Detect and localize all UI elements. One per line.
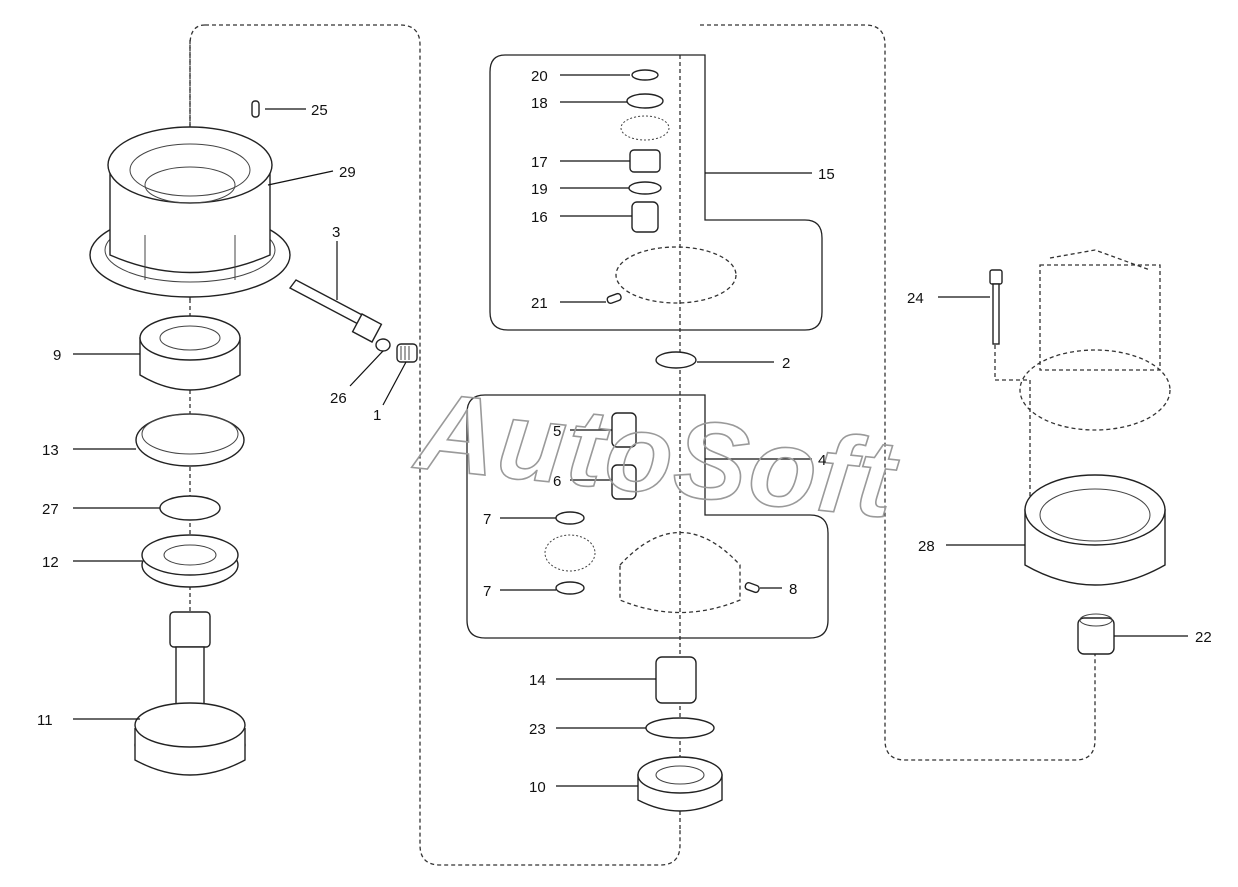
callout-4: 4 — [818, 452, 826, 469]
ring-part-13 — [135, 413, 245, 467]
shaft-part-11 — [134, 611, 246, 776]
leader-lines — [73, 74, 1188, 787]
washer-part-7-lower — [555, 581, 585, 595]
planet-gear-lower — [544, 534, 596, 572]
planet-gear-upper — [620, 115, 670, 141]
callout-28: 28 — [918, 538, 935, 555]
callout-7-upper: 7 — [483, 511, 491, 528]
callout-29: 29 — [339, 164, 356, 181]
callout-17: 17 — [531, 154, 548, 171]
oring-part-27 — [159, 495, 221, 521]
callout-21: 21 — [531, 295, 548, 312]
coupling-part-22 — [1077, 613, 1115, 655]
bushing-part-17 — [629, 149, 661, 173]
thrust-washer-part-2 — [655, 351, 697, 369]
left-assembly-boundary-top — [189, 24, 206, 300]
bushing-part-6 — [611, 464, 637, 500]
callout-26: 26 — [330, 390, 347, 407]
carrier-upper — [615, 246, 737, 304]
carrier-assembly-box-4 — [466, 394, 829, 639]
seal-part-12 — [141, 534, 239, 588]
washer-part-19 — [628, 181, 662, 195]
right-assembly-boundary — [700, 24, 1096, 761]
rod-part-3 — [288, 279, 383, 343]
callout-25: 25 — [311, 102, 328, 119]
callout-7-lower: 7 — [483, 583, 491, 600]
callout-3: 3 — [332, 224, 340, 241]
snap-ring-part-23 — [645, 717, 715, 739]
callout-5: 5 — [553, 423, 561, 440]
washer-part-7-upper — [555, 511, 585, 525]
callout-1: 1 — [373, 407, 381, 424]
callout-10: 10 — [529, 779, 546, 796]
callout-23: 23 — [529, 721, 546, 738]
spring-pin-part-8 — [744, 581, 760, 594]
callout-27: 27 — [42, 501, 59, 518]
washer-part-18 — [626, 93, 664, 109]
callout-11: 11 — [37, 712, 53, 729]
bearing-part-10 — [637, 756, 723, 812]
callout-6: 6 — [553, 473, 561, 490]
snap-ring-part-20 — [631, 69, 659, 81]
carrier-lower — [619, 532, 741, 614]
bolt-part-24 — [989, 269, 1003, 345]
left-assembly-boundary — [205, 24, 681, 866]
callout-24: 24 — [907, 290, 924, 307]
bearing-part-9 — [139, 315, 241, 391]
washer-part-26 — [375, 338, 391, 352]
callout-19: 19 — [531, 181, 548, 198]
callout-12: 12 — [42, 554, 59, 571]
callout-13: 13 — [42, 442, 59, 459]
sun-gear-part-14 — [655, 656, 697, 704]
motor-link-dashed — [994, 345, 1030, 381]
callout-2: 2 — [782, 355, 790, 372]
callout-22: 22 — [1195, 629, 1212, 646]
ring-gear-part-28 — [1024, 474, 1166, 586]
callout-15: 15 — [818, 166, 835, 183]
pin-part-16 — [631, 201, 659, 233]
carrier-assembly-box-15 — [489, 54, 823, 331]
callout-20: 20 — [531, 68, 548, 85]
callout-16: 16 — [531, 209, 548, 226]
plug-part-1 — [396, 343, 418, 363]
callout-14: 14 — [529, 672, 546, 689]
housing-part-29 — [89, 126, 291, 298]
callout-9: 9 — [53, 347, 61, 364]
callout-18: 18 — [531, 95, 548, 112]
swing-motor — [1019, 249, 1171, 431]
spring-pin-part-21 — [606, 292, 622, 305]
pin-part-25 — [251, 100, 260, 118]
callout-8: 8 — [789, 581, 797, 598]
